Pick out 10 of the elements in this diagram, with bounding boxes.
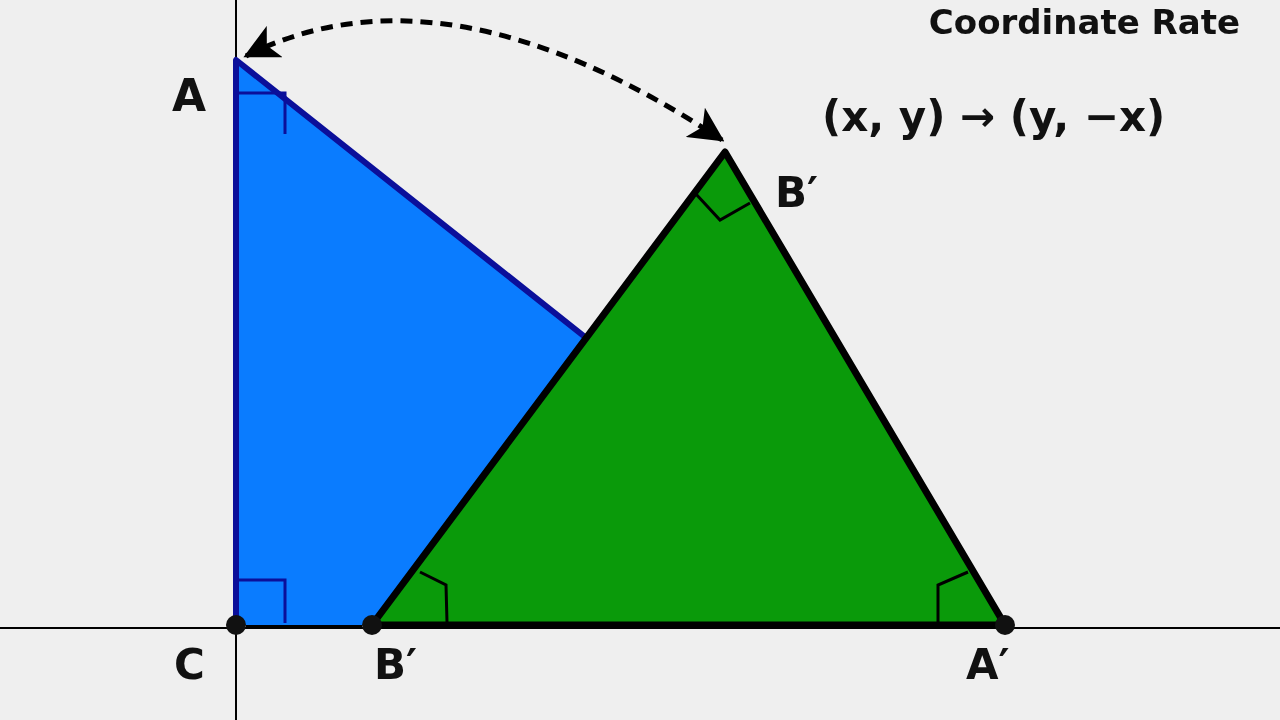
vertex-label: B′ [374, 640, 418, 689]
formula: (x, y) → (y, −x) [822, 92, 1166, 141]
vertex-label: A′ [966, 640, 1010, 689]
triangle [226, 57, 587, 635]
triangle [362, 148, 1015, 635]
vertex-label: B′ [775, 168, 819, 217]
vertex-label: C [174, 640, 205, 689]
vertex-label: A [172, 70, 207, 121]
curved-arrow [243, 18, 725, 143]
title: Coordinate Rate [928, 2, 1240, 42]
